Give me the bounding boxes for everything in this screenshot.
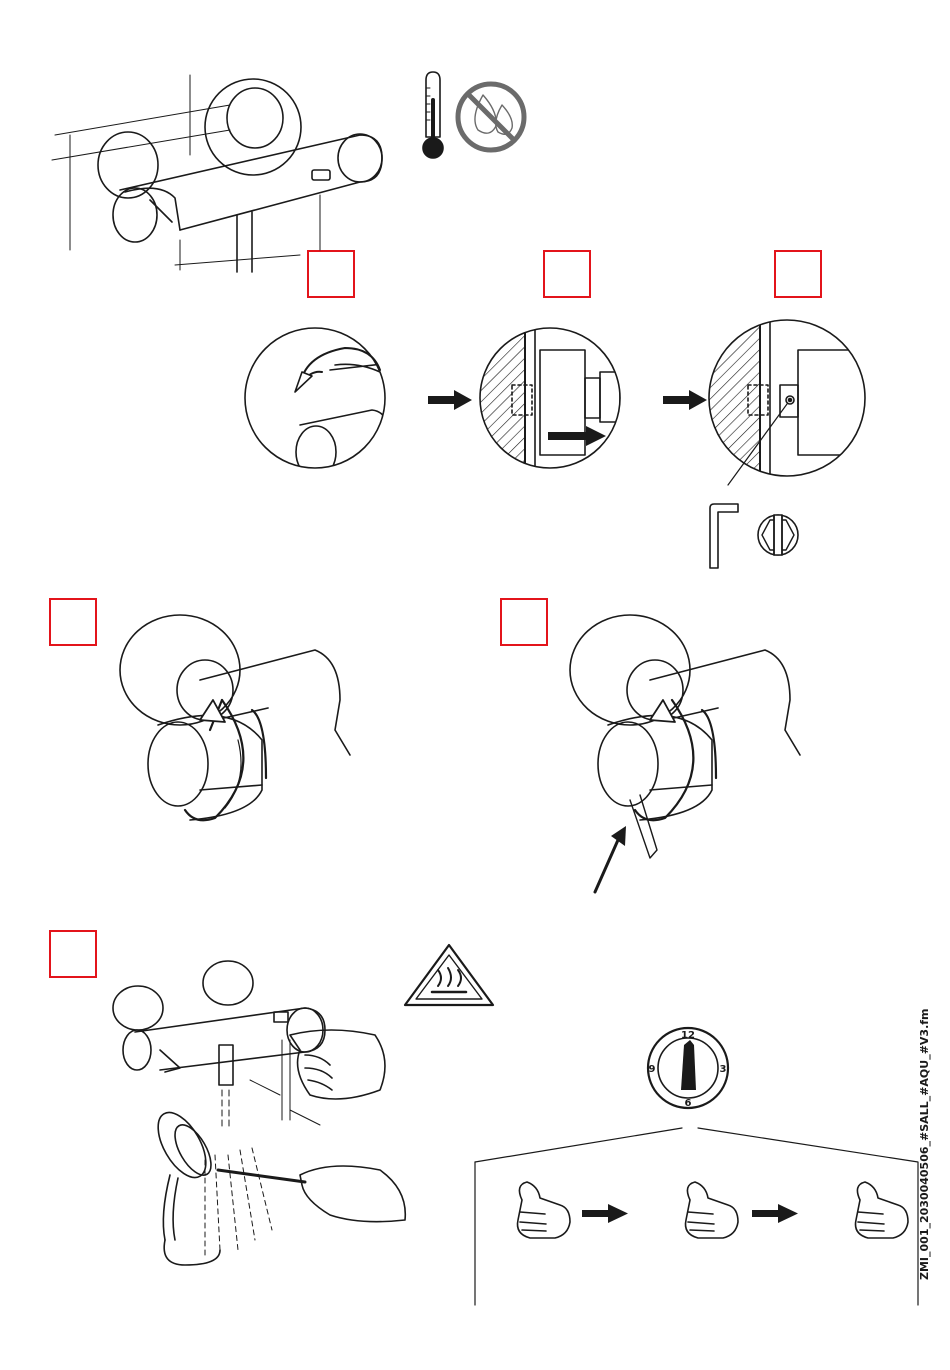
hex-socket-icon xyxy=(758,515,798,555)
step5-insert-key-illustration xyxy=(570,615,800,858)
sequence-arrow-1 xyxy=(582,1204,628,1223)
step2-next-arrow xyxy=(663,390,707,410)
sequence-arrow-2 xyxy=(752,1204,798,1223)
step1-next-arrow xyxy=(428,390,472,410)
thermometer-icon xyxy=(423,72,443,158)
timer-dial-label-3: 3 xyxy=(720,1064,727,1075)
document-file-label: ZMI_001_2030040506_#SALL_#AQU_#V3.fm xyxy=(918,1260,938,1280)
timer-dial-label-9: 9 xyxy=(649,1064,656,1075)
step6-temperature-check-illustration xyxy=(113,961,405,1265)
step2-pull-cartridge-illustration xyxy=(470,310,640,490)
thumb-icon-3 xyxy=(856,1182,909,1238)
thumb-icon-1 xyxy=(518,1182,571,1238)
step4-rotate-handle-illustration xyxy=(120,615,350,820)
mixer-overview-illustration xyxy=(52,75,382,272)
step1-remove-handle-illustration xyxy=(245,328,400,478)
insert-direction-arrow xyxy=(595,826,626,892)
timer-dial-label-12: 12 xyxy=(681,1030,695,1041)
timer-dial-label-6: 6 xyxy=(685,1098,692,1109)
thumb-icon-2 xyxy=(686,1182,739,1238)
hot-surface-warning-icon xyxy=(405,945,493,1005)
hex-key-icon xyxy=(710,504,738,568)
sequence-bracket xyxy=(475,1128,918,1305)
pull-direction-arrow xyxy=(548,426,606,446)
no-hot-water-icon xyxy=(458,84,524,150)
step3-screw-detail-illustration xyxy=(705,310,888,490)
